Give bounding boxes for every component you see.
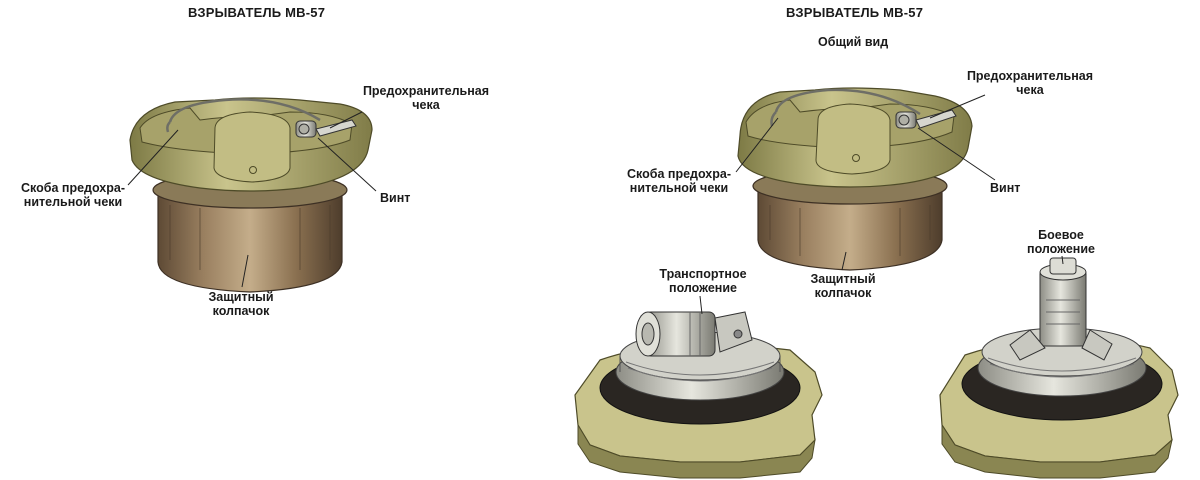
right-fuse: [737, 87, 973, 271]
combat-position-detail: [939, 257, 1179, 479]
right-label-combat-position: Боевое положение: [1027, 228, 1095, 256]
combat-leader-line: [1061, 255, 1064, 265]
right-label-transport-position: Транспортное положение: [659, 267, 747, 295]
right-label-protective-cap: Защитный колпачок: [810, 272, 876, 300]
left-label-pin-bracket: Скоба предохра- нительной чеки: [21, 181, 125, 209]
right-subtitle: Общий вид: [818, 35, 889, 49]
left-fuse: [129, 97, 373, 293]
left-label-protective-cap: Защитный колпачок: [208, 290, 274, 318]
right-title: ВЗРЫВАТЕЛЬ МВ-57: [786, 5, 924, 20]
right-leader-lines: [735, 94, 996, 271]
left-label-safety-pin: Предохранительная чека: [362, 84, 490, 112]
left-title: ВЗРЫВАТЕЛЬ МВ-57: [188, 5, 326, 20]
right-label-pin-bracket: Скоба предохра- нительной чеки: [627, 167, 731, 195]
right-label-screw: Винт: [990, 181, 1021, 195]
left-label-screw: Винт: [380, 191, 411, 205]
transport-position-detail: [574, 311, 823, 479]
transport-leader-line: [699, 295, 703, 315]
right-label-safety-pin: Предохранительная чека: [966, 69, 1094, 97]
left-leader-lines: [127, 111, 377, 288]
